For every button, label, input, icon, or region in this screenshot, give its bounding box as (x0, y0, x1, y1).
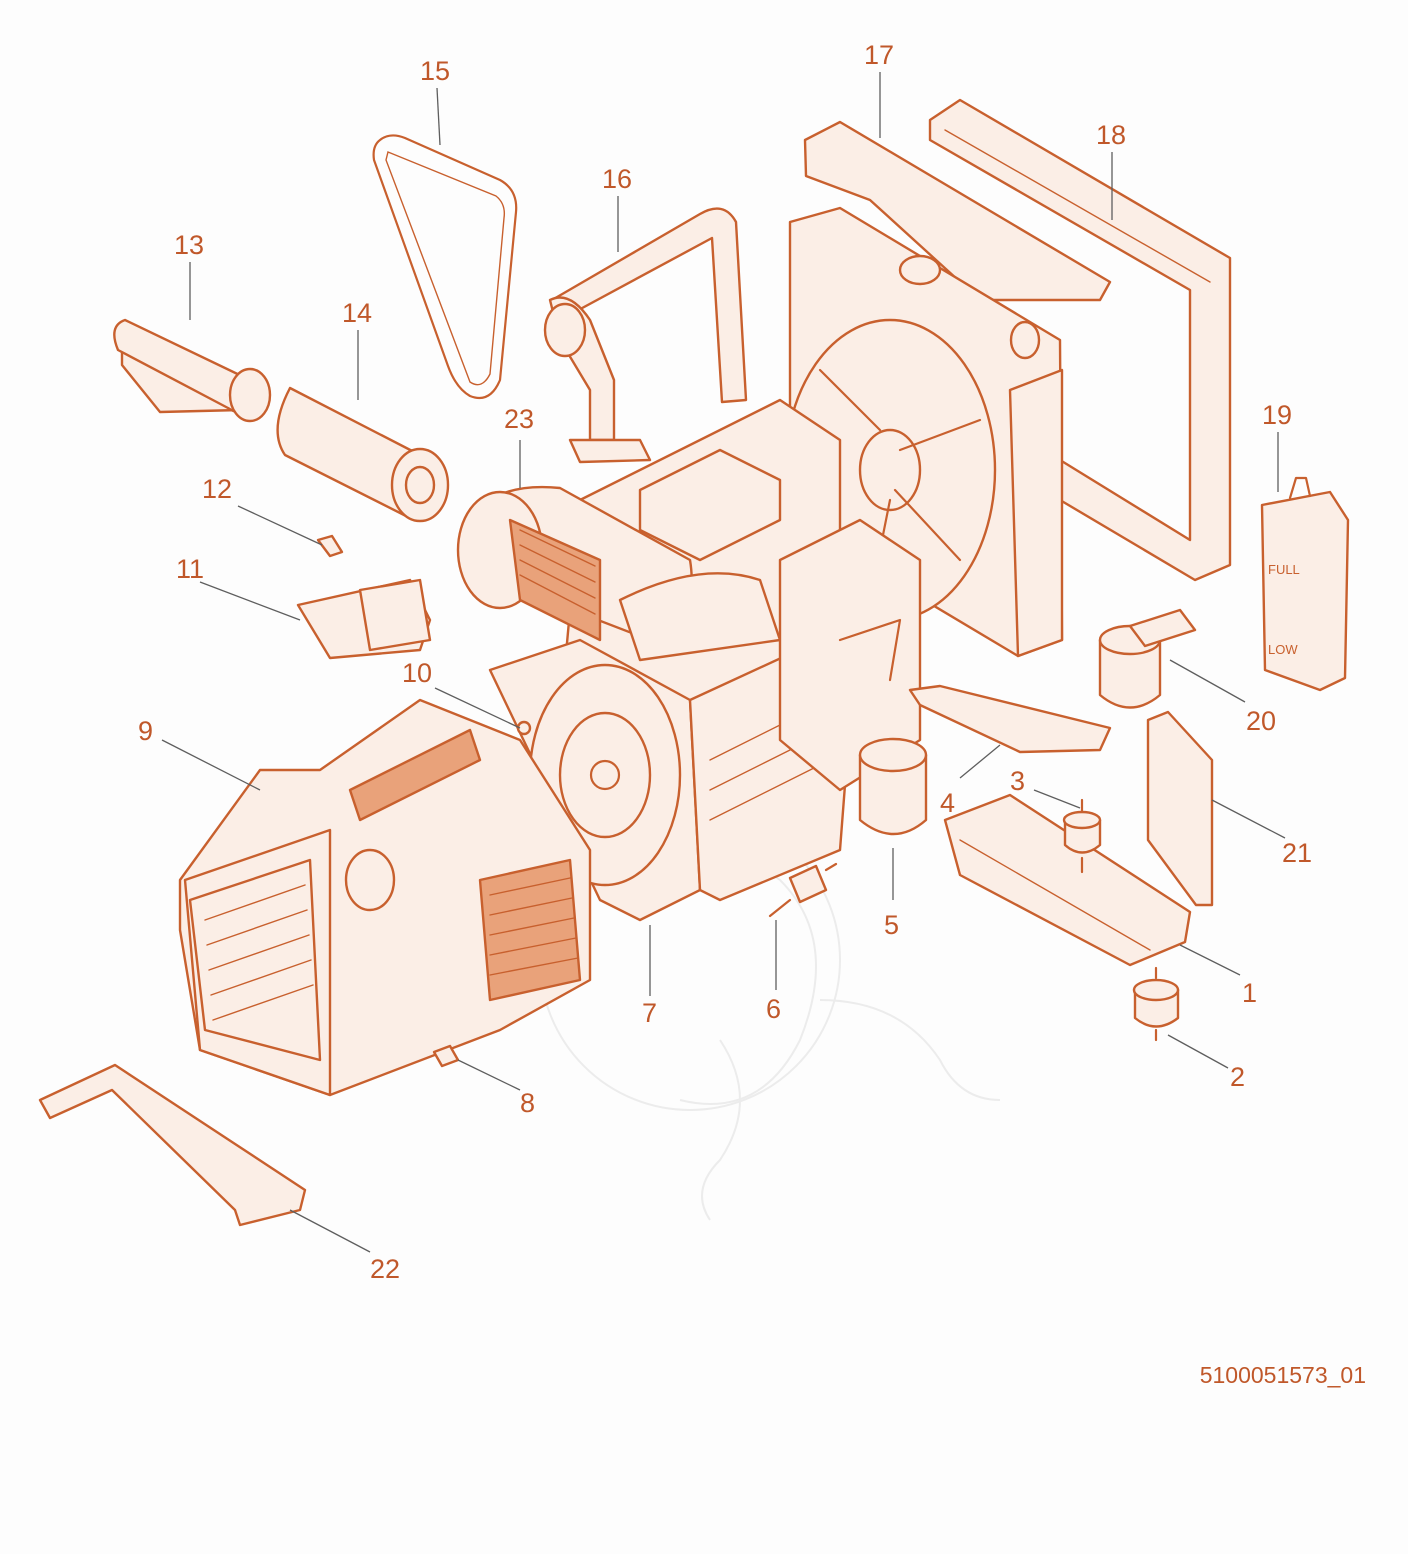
callout-18: 18 (1096, 120, 1126, 150)
callout-21: 21 (1282, 838, 1312, 868)
callout-1: 1 (1242, 978, 1257, 1008)
part-15-v-belt (372, 134, 518, 400)
callout-14: 14 (342, 298, 372, 328)
callout-19: 19 (1262, 400, 1292, 430)
callout-12: 12 (202, 474, 232, 504)
callout-11: 11 (176, 554, 204, 584)
callout-13: 13 (174, 230, 204, 260)
part-3-fuel-pump (1062, 798, 1102, 874)
part-22-base-bracket (38, 1063, 307, 1227)
part-1-tray (943, 793, 1192, 967)
part-16-exhaust-pipe (543, 207, 748, 464)
part-20-fuel-filter (1098, 608, 1197, 709)
reservoir-low-mark: LOW (1268, 642, 1298, 657)
callout-4: 4 (940, 788, 955, 818)
document-number: 5100051573_01 (1199, 1362, 1366, 1388)
callout-22: 22 (370, 1254, 400, 1284)
callout-2: 2 (1230, 1062, 1245, 1092)
callout-labels: 1 2 3 4 5 6 7 8 9 10 11 12 13 14 15 16 1… (138, 40, 1312, 1284)
part-13-filter-tube (113, 318, 272, 423)
part-21-side-bracket (1146, 710, 1214, 907)
callout-8: 8 (520, 1088, 535, 1118)
engine-right-side (778, 518, 922, 792)
part-9-generator (178, 698, 592, 1097)
callout-7: 7 (642, 998, 657, 1028)
part-17-top-bracket (803, 120, 1112, 302)
leader-lines (161, 72, 1286, 1253)
callout-3: 3 (1010, 766, 1025, 796)
part-19-coolant-reservoir: FULL LOW (1260, 476, 1350, 692)
part-4-lower-bracket (908, 684, 1112, 754)
part-6-sensor (768, 862, 838, 918)
reservoir-full-mark: FULL (1268, 562, 1300, 577)
callout-23: 23 (504, 404, 534, 434)
callout-15: 15 (420, 56, 450, 86)
part-11-bracket (296, 578, 432, 660)
part-12-bolt (316, 534, 344, 558)
callout-9: 9 (138, 716, 153, 746)
callout-20: 20 (1246, 706, 1276, 736)
callout-6: 6 (766, 994, 781, 1024)
callout-17: 17 (864, 40, 894, 70)
callout-10: 10 (402, 658, 432, 688)
part-5-oil-filter (858, 737, 928, 836)
callout-16: 16 (602, 164, 632, 194)
part-14-air-filter (276, 386, 450, 523)
callout-5: 5 (884, 910, 899, 940)
part-2-rubber-mount (1132, 966, 1180, 1042)
part-10-bolt (516, 720, 532, 736)
